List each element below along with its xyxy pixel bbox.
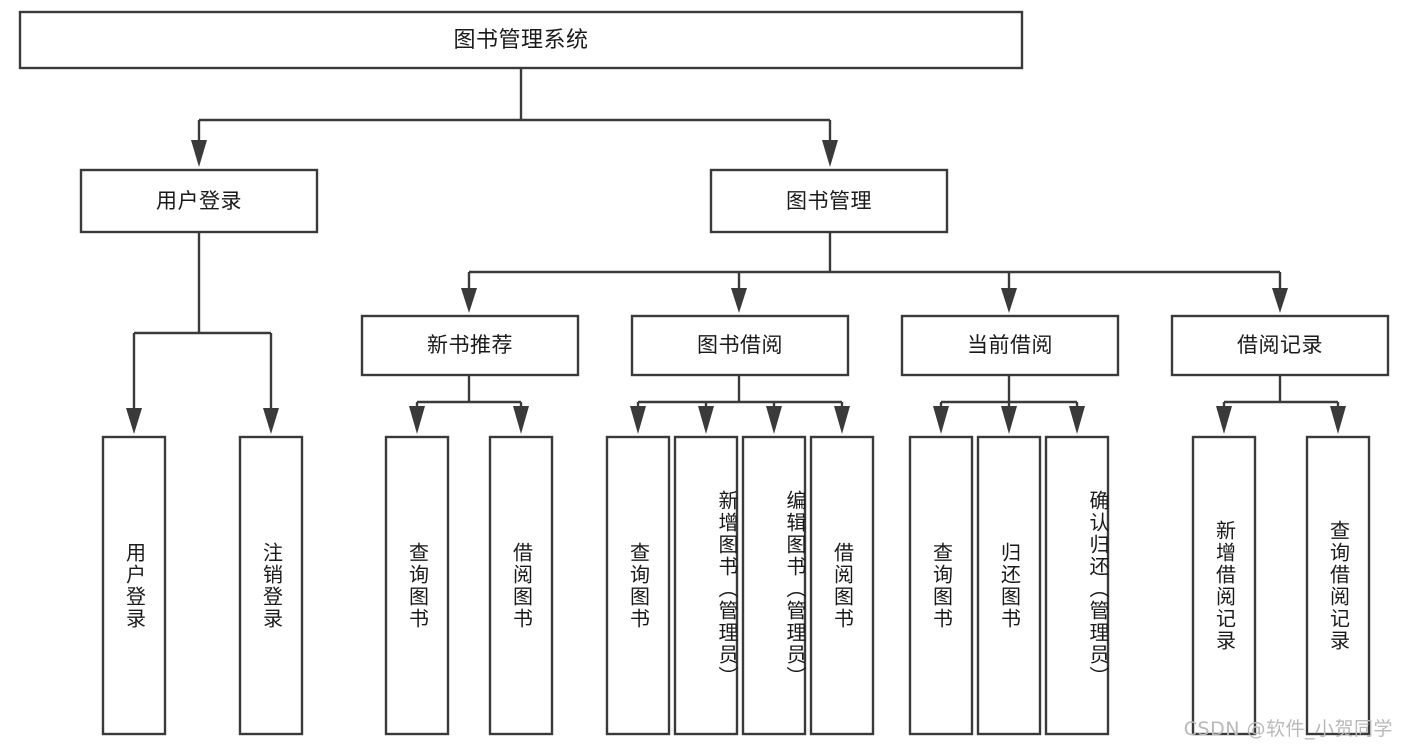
arrow-newbook-leaf-1 [409, 406, 425, 434]
arrow-currentborrow-leaf-2 [1001, 406, 1017, 434]
node-current-borrow-label: 当前借阅 [967, 333, 1053, 357]
arrow-bookborrow-leaf-4 [834, 406, 850, 434]
node-new-book-recommend-label: 新书推荐 [427, 333, 513, 357]
leaf-box-book-borrow-2[interactable] [673, 435, 739, 736]
leaf-box-book-borrow-1[interactable] [605, 435, 671, 736]
leaf-box-book-borrow-4[interactable] [809, 435, 875, 736]
arrow-userlogin-leaf-1 [126, 408, 142, 434]
arrow-bookborrow-leaf-3 [766, 406, 782, 434]
leaf-box-book-borrow-3[interactable] [741, 435, 807, 736]
node-borrow-record-box[interactable] [1170, 314, 1390, 377]
node-borrow-record-label: 借阅记录 [1237, 333, 1323, 357]
arrow-to-new-book-recommend [461, 288, 477, 313]
arrow-to-borrow-record [1272, 288, 1288, 313]
arrow-currentborrow-leaf-3 [1069, 406, 1085, 434]
node-user-login-box[interactable] [79, 168, 319, 234]
arrow-userlogin-leaf-2 [263, 408, 279, 434]
arrow-to-current-borrow [1001, 288, 1017, 313]
leaf-box-borrow-record-1[interactable] [1191, 435, 1257, 736]
node-book-borrow-label: 图书借阅 [697, 333, 783, 357]
arrow-root-to-book-manage [822, 140, 838, 167]
node-root-box[interactable] [18, 10, 1024, 70]
connectors-layer [126, 68, 1346, 434]
leaf-box-borrow-record-2[interactable] [1305, 435, 1371, 736]
leaf-box-user-login-2[interactable] [238, 435, 304, 736]
leaf-box-new-book-1[interactable] [384, 435, 450, 736]
arrow-bookborrow-leaf-2 [698, 406, 714, 434]
node-book-manage-label: 图书管理 [786, 189, 872, 213]
node-user-login-label: 用户登录 [156, 189, 242, 213]
nodes-layer: 图书管理系统 用户登录 图书管理 新书推荐 图书借阅 当前借阅 借阅记录 [18, 10, 1390, 736]
leaf-box-user-login-1[interactable] [101, 435, 167, 736]
arrow-borrowrecord-leaf-2 [1330, 406, 1346, 434]
arrow-currentborrow-leaf-1 [933, 406, 949, 434]
arrow-bookborrow-leaf-1 [630, 406, 646, 434]
leaf-box-current-borrow-3[interactable] [1044, 435, 1110, 736]
leaf-box-current-borrow-1[interactable] [908, 435, 974, 736]
node-book-manage-box[interactable] [709, 168, 949, 234]
node-current-borrow-box[interactable] [900, 314, 1120, 377]
arrow-to-book-borrow [731, 288, 747, 313]
leaf-box-new-book-2[interactable] [488, 435, 554, 736]
node-new-book-recommend-box[interactable] [360, 314, 580, 377]
node-book-borrow-box[interactable] [630, 314, 850, 377]
arrow-borrowrecord-leaf-1 [1216, 406, 1232, 434]
node-root-label: 图书管理系统 [453, 28, 588, 53]
arrow-root-to-user-login [191, 140, 207, 167]
arrow-newbook-leaf-2 [513, 406, 529, 434]
leaf-box-current-borrow-2[interactable] [976, 435, 1042, 736]
